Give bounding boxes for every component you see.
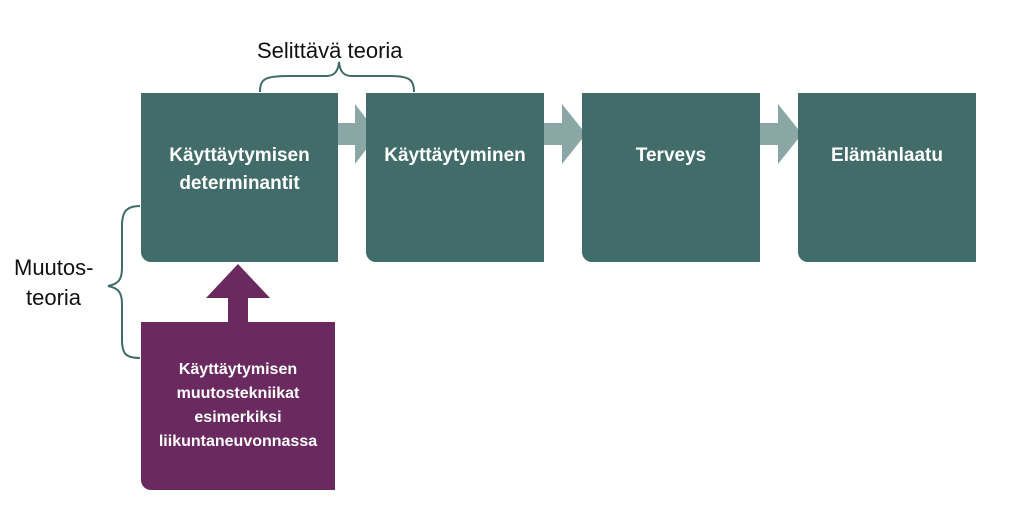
change-theory-label-line-1: Muutos-	[14, 255, 94, 280]
intervention-line-2: muutostekniikat	[176, 385, 300, 402]
intervention-line-1: Käyttäytymisen	[178, 361, 298, 378]
box-behavior-determinants: Käyttäytymisen determinantit	[141, 93, 338, 262]
box-quality-of-life: Elämänlaatu	[798, 93, 976, 262]
flow-arrow-3	[760, 104, 802, 164]
change-theory-label: Muutos- teoria	[14, 253, 93, 312]
flow-arrow-1	[338, 104, 378, 164]
change-theory-label-line-2: teoria	[26, 284, 82, 310]
box-quality-of-life-line-1: Elämänlaatu	[831, 145, 943, 166]
intervention-line-3: esimerkiksi	[194, 409, 282, 426]
box-behavior-determinants-line-2: determinantit	[179, 172, 300, 194]
box-behavior-determinants-line-1: Käyttäytymisen	[169, 145, 310, 166]
intervention-line-4: liikuntaneuvonnassa	[158, 433, 318, 450]
flow-arrow-2	[544, 104, 586, 164]
change-theory-brace	[107, 205, 141, 359]
box-health: Terveys	[582, 93, 760, 262]
box-behavior: Käyttäytyminen	[366, 93, 544, 262]
box-behavior-change-techniques: Käyttäytymisen muutostekniikat esimerkik…	[141, 322, 335, 490]
explanatory-theory-brace	[259, 61, 415, 93]
box-health-line-1: Terveys	[635, 145, 707, 166]
intervention-up-arrow	[206, 264, 270, 322]
explanatory-theory-label: Selittävä teoria	[257, 38, 403, 63]
box-behavior-line-1: Käyttäytyminen	[384, 145, 526, 166]
